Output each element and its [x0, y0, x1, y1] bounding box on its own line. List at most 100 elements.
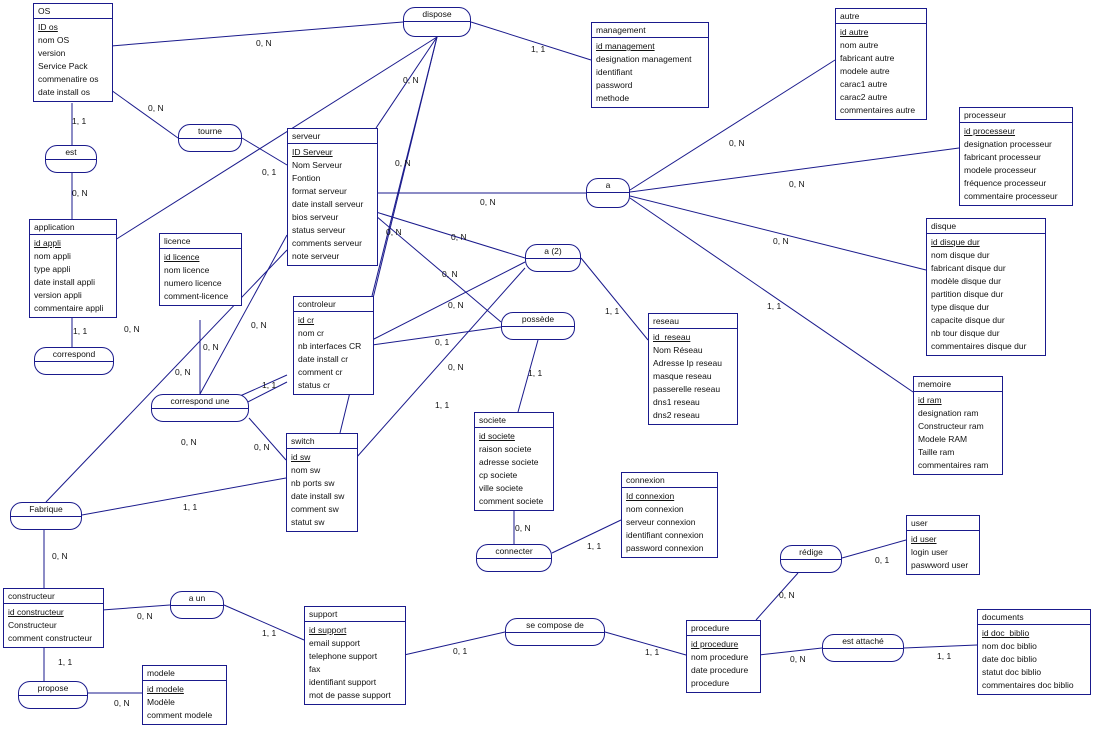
entity-title: memoire [914, 377, 1002, 392]
entity-attribute: comment modele [147, 710, 213, 720]
entity-serveur[interactable]: serveur ID Serveur Nom Serveur Fontion f… [287, 128, 378, 266]
relation-label: est attaché [842, 636, 884, 646]
entity-attribute: id appli [34, 238, 61, 248]
entity-attribute: nom autre [840, 40, 879, 50]
entity-title: processeur [960, 108, 1072, 123]
entity-attribute: statut sw [291, 517, 325, 527]
entity-connexion[interactable]: connexion Id connexion nom connexion ser… [621, 472, 718, 558]
entity-attribute: date install serveur [292, 199, 364, 209]
entity-attribute: Nom Réseau [653, 345, 703, 355]
connector-line [81, 477, 287, 516]
entity-attribute: nb interfaces CR [298, 341, 362, 351]
connector-line [199, 234, 288, 395]
entity-attribute: nom appli [34, 251, 71, 261]
entity-attribute: fabricant autre [840, 53, 895, 63]
entity-attribute: Modele RAM [918, 434, 968, 444]
connector-line [629, 197, 914, 393]
entity-title: procedure [687, 621, 760, 636]
relation-a2[interactable]: a (2) [525, 244, 581, 272]
entity-attribute: paswword user [911, 560, 969, 570]
connector-line [355, 267, 526, 459]
entity-controleur[interactable]: controleur id cr nom cr nb interfaces CR… [293, 296, 374, 395]
entity-attribute: modèle disque dur [931, 276, 1001, 286]
connector-line [239, 374, 288, 397]
cardinality: 0, N [515, 523, 531, 533]
cardinality: 0, N [114, 698, 130, 708]
relation-possede[interactable]: possède [501, 312, 575, 340]
entity-attribute: fabricant disque dur [931, 263, 1006, 273]
entity-attribute: id doc_biblio [982, 628, 1030, 638]
entity-switch[interactable]: switch id sw nom sw nb ports sw date ins… [286, 433, 358, 532]
relation-label: propose [37, 683, 69, 693]
entity-user[interactable]: user id user login user paswword user [906, 515, 980, 575]
connector-line [551, 519, 622, 554]
entity-attribute: partition disque dur [931, 289, 1004, 299]
entity-attribute: id processeur [964, 126, 1016, 136]
entity-modele[interactable]: modele id modele Modèle comment modele [142, 665, 227, 725]
entity-attribute: id constructeur [8, 607, 64, 617]
connector-line [375, 215, 502, 323]
entity-attribute: type disque dur [931, 302, 990, 312]
entity-attribute: telephone support [309, 651, 378, 661]
relation-correspond[interactable]: correspond [34, 347, 114, 375]
relation-dispose[interactable]: dispose [403, 7, 471, 37]
entity-processeur[interactable]: processeur id processeur designation pro… [959, 107, 1073, 206]
entity-attribute: id cr [298, 315, 315, 325]
entity-application[interactable]: application id appli nom appli type appl… [29, 219, 117, 318]
entity-procedure[interactable]: procedure id procedure nom procedure dat… [686, 620, 761, 693]
entity-attribute: id_reseau [653, 332, 691, 342]
entity-title: serveur [288, 129, 377, 144]
entity-licence[interactable]: licence id licence nom licence numero li… [159, 233, 242, 306]
relation-redige[interactable]: rédige [780, 545, 842, 573]
entity-societe[interactable]: societe id societe raison societe adress… [474, 412, 554, 511]
relation-est[interactable]: est [45, 145, 97, 173]
entity-attribute: fréquence processeur [964, 178, 1047, 188]
entity-documents[interactable]: documents id doc_biblio nom doc biblio d… [977, 609, 1091, 695]
entity-management[interactable]: management id management designation man… [591, 22, 709, 108]
connector-line [114, 36, 438, 241]
relation-se-compose-de[interactable]: se compose de [505, 618, 605, 646]
cardinality: 0, N [448, 300, 464, 310]
entity-attribute: date procedure [691, 665, 749, 675]
relation-fabrique[interactable]: Fabrique [10, 502, 82, 530]
entity-attribute: id management [596, 41, 655, 51]
entity-attribute: mot de passe support [309, 690, 391, 700]
relation-correspond-une[interactable]: correspond une [151, 394, 249, 422]
relation-est-attache[interactable]: est attaché [822, 634, 904, 662]
relation-label: tourne [197, 126, 223, 136]
cardinality: 0, N [773, 236, 789, 246]
entity-attribute: nom connexion [626, 504, 684, 514]
entity-attribute: statut doc biblio [982, 667, 1042, 677]
cardinality: 0, N [72, 188, 88, 198]
entity-support[interactable]: support id support email support telepho… [304, 606, 406, 705]
entity-attribute: raison societe [479, 444, 532, 454]
cardinality: 0, N [779, 590, 795, 600]
entity-title: application [30, 220, 116, 235]
connector-line [110, 89, 179, 139]
entity-attribute: Service Pack [38, 61, 88, 71]
relation-connecter[interactable]: connecter [476, 544, 552, 572]
entity-attribute: id user [911, 534, 937, 544]
entity-disque[interactable]: disque id disque dur nom disque dur fabr… [926, 218, 1046, 356]
entity-attribute: ville societe [479, 483, 523, 493]
entity-attribute: identifiant connexion [626, 530, 704, 540]
entity-attribute: nom doc biblio [982, 641, 1037, 651]
entity-autre[interactable]: autre id autre nom autre fabricant autre… [835, 8, 927, 120]
connector-line [758, 647, 823, 656]
entity-constructeur[interactable]: constructeur id constructeur Constructeu… [3, 588, 104, 648]
entity-reseau[interactable]: reseau id_reseau Nom Réseau Adresse Ip r… [648, 313, 738, 425]
entity-attribute: fabricant processeur [964, 152, 1042, 162]
cardinality: 0, N [254, 442, 270, 452]
relation-a[interactable]: a [586, 178, 630, 208]
entity-attribute: comment cr [298, 367, 343, 377]
entity-memoire[interactable]: memoire id ram designation ram Construct… [913, 376, 1003, 475]
entity-attribute: nom OS [38, 35, 70, 45]
relation-label: dispose [422, 9, 452, 19]
cardinality: 1, 1 [262, 380, 277, 390]
entity-os[interactable]: OS ID os nom OS version Service Pack com… [33, 3, 113, 102]
entity-attribute: comment societe [479, 496, 544, 506]
cardinality: 1, 1 [58, 657, 73, 667]
relation-tourne[interactable]: tourne [178, 124, 242, 152]
relation-a-un[interactable]: a un [170, 591, 224, 619]
relation-propose[interactable]: propose [18, 681, 88, 709]
